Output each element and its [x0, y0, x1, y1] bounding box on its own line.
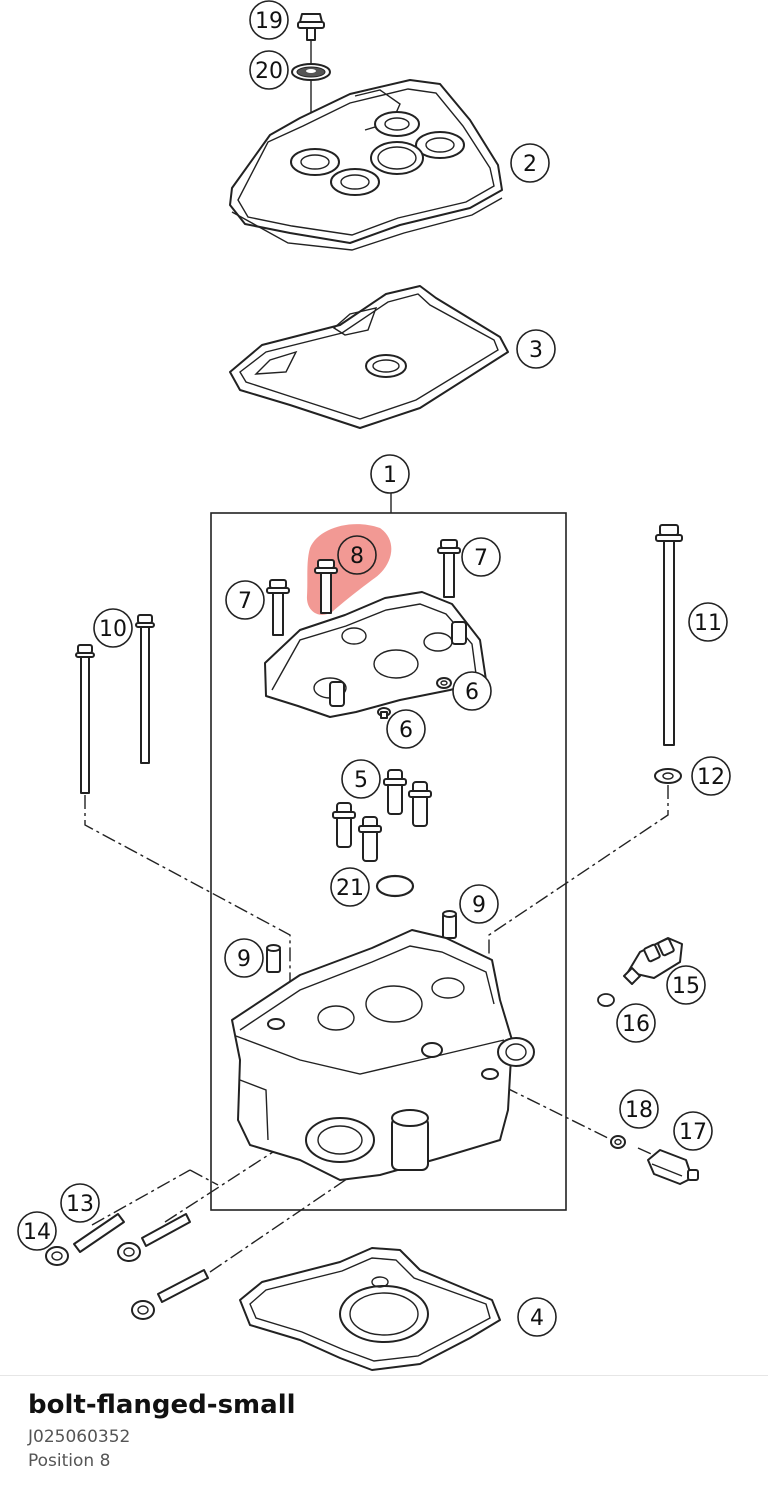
sensor-sealing-ring[interactable]: [597, 993, 615, 1007]
svg-text:4: 4: [530, 1306, 544, 1331]
exhaust-stud-2[interactable]: [141, 1213, 191, 1247]
camshaft-bearing-bolt-left[interactable]: [266, 579, 290, 636]
callout-19[interactable]: 19: [249, 0, 289, 40]
svg-text:8: 8: [350, 544, 364, 569]
callout-3[interactable]: 3: [516, 329, 556, 369]
callout-20[interactable]: 20: [249, 50, 289, 90]
svg-text:15: 15: [672, 974, 700, 999]
oil-pressure-switch[interactable]: [647, 1149, 699, 1185]
svg-text:14: 14: [23, 1220, 51, 1245]
callout-5[interactable]: 5: [341, 759, 381, 799]
exhaust-stud-3[interactable]: [157, 1269, 209, 1303]
camshaft-bearing-bridge[interactable]: [264, 591, 487, 718]
callout-9-left[interactable]: 9: [224, 938, 264, 978]
callout-16[interactable]: 16: [616, 1003, 656, 1043]
cylinder-head[interactable]: [231, 929, 535, 1181]
part-name: bolt-flanged-small: [28, 1390, 296, 1420]
callout-1[interactable]: 1: [370, 454, 410, 494]
cylinder-head-assembly-frame: [210, 512, 567, 1211]
bolt-washer[interactable]: [654, 768, 682, 784]
selected-part-panel: bolt-flanged-small J025060352 Position 8: [0, 1375, 768, 1492]
svg-text:18: 18: [625, 1098, 653, 1123]
sealing-ring-small[interactable]: [610, 1135, 626, 1149]
callout-6-lower[interactable]: 6: [386, 709, 426, 749]
callout-8[interactable]: 8: [337, 535, 377, 575]
callout-9-right[interactable]: 9: [459, 884, 499, 924]
seal-washer[interactable]: [291, 63, 331, 81]
o-ring[interactable]: [375, 874, 415, 898]
svg-text:1: 1: [383, 463, 397, 488]
callout-18[interactable]: 18: [619, 1089, 659, 1129]
dowel-sleeve-upper[interactable]: [436, 677, 452, 689]
cylinder-head-bolt-long-1[interactable]: [75, 644, 95, 794]
callout-10[interactable]: 10: [93, 608, 133, 648]
callout-17[interactable]: 17: [673, 1111, 713, 1151]
svg-text:20: 20: [255, 59, 283, 84]
cylinder-head-gasket[interactable]: [239, 1247, 501, 1371]
callout-13[interactable]: 13: [60, 1183, 100, 1223]
flange-nut-2[interactable]: [117, 1242, 141, 1262]
part-number: J025060352: [28, 1427, 131, 1447]
bolt-flanged-small[interactable]: [314, 559, 338, 614]
svg-text:6: 6: [465, 680, 479, 705]
dowel-sleeve-lower[interactable]: [377, 707, 391, 719]
svg-text:10: 10: [99, 617, 127, 642]
svg-text:6: 6: [399, 718, 413, 743]
callout-21[interactable]: 21: [330, 867, 370, 907]
svg-text:17: 17: [679, 1120, 707, 1145]
callout-15[interactable]: 15: [666, 965, 706, 1005]
svg-text:9: 9: [237, 947, 251, 972]
cover-bolt[interactable]: [297, 13, 325, 41]
callout-6-upper[interactable]: 6: [452, 671, 492, 711]
svg-text:7: 7: [238, 589, 252, 614]
cylinder-head-bolt-long-2[interactable]: [135, 614, 155, 764]
callout-7-right[interactable]: 7: [461, 537, 501, 577]
callout-11[interactable]: 11: [688, 602, 728, 642]
exploded-parts-diagram: 19 20 2 3 1 8 7 7 10 11 6 6 5 12 21 9 9 …: [17, 0, 731, 1371]
svg-text:7: 7: [474, 546, 488, 571]
svg-text:12: 12: [697, 765, 725, 790]
svg-text:9: 9: [472, 893, 486, 918]
dowel-pin-left[interactable]: [266, 944, 281, 973]
flange-nut-1[interactable]: [45, 1246, 69, 1266]
callout-4[interactable]: 4: [517, 1297, 557, 1337]
dowel-pin-right[interactable]: [442, 910, 457, 939]
callout-2[interactable]: 2: [510, 143, 550, 183]
temperature-sensor[interactable]: [623, 937, 683, 985]
svg-text:5: 5: [354, 768, 368, 793]
callout-12[interactable]: 12: [691, 756, 731, 796]
part-position: Position 8: [28, 1451, 111, 1471]
svg-text:2: 2: [523, 152, 537, 177]
svg-text:3: 3: [529, 338, 543, 363]
svg-text:16: 16: [622, 1012, 650, 1037]
valve-cover-gasket[interactable]: [229, 285, 509, 429]
flange-nut-3[interactable]: [131, 1300, 155, 1320]
camshaft-bearing-bolt-right[interactable]: [437, 539, 461, 598]
callout-7-left[interactable]: 7: [225, 580, 265, 620]
valve-guides[interactable]: [332, 769, 432, 862]
svg-text:19: 19: [255, 9, 283, 34]
exhaust-stud-1[interactable]: [73, 1213, 125, 1253]
valve-cover[interactable]: [229, 79, 503, 251]
svg-text:11: 11: [694, 611, 722, 636]
svg-text:13: 13: [66, 1192, 94, 1217]
cylinder-head-bolt-extra-long[interactable]: [655, 524, 683, 746]
svg-text:21: 21: [336, 876, 364, 901]
callout-14[interactable]: 14: [17, 1211, 57, 1251]
